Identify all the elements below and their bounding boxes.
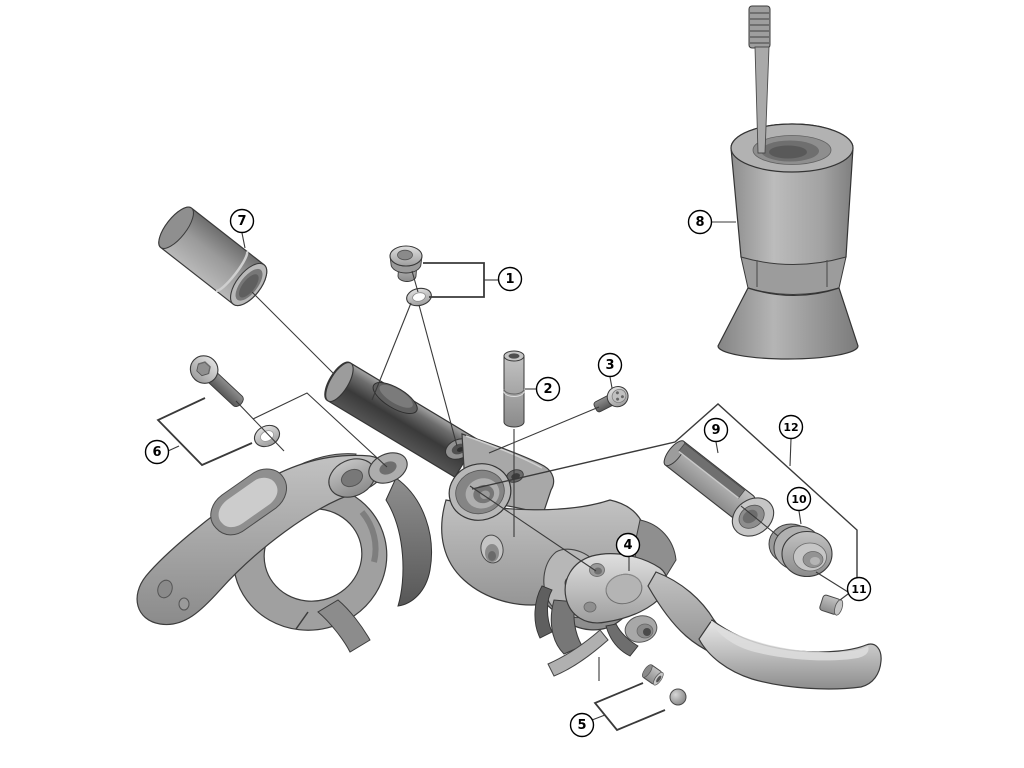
callout-6: 6 <box>144 439 170 465</box>
part-bleed-funnel <box>717 5 859 360</box>
callout-3: 3 <box>597 352 623 378</box>
callout-number: 9 <box>711 423 720 438</box>
callout-2: 2 <box>535 376 561 402</box>
leader-line <box>423 262 485 298</box>
callout-number: 3 <box>605 358 614 373</box>
leader-line <box>471 403 858 577</box>
callout-11: 11 <box>846 576 872 602</box>
callout-number: 1 <box>505 272 514 287</box>
part-clamp-washer <box>253 424 281 448</box>
leader-line <box>815 571 849 593</box>
leader-line <box>591 714 606 721</box>
callout-9: 9 <box>703 417 729 443</box>
leader-line <box>252 392 388 468</box>
callout-number: 4 <box>623 538 632 553</box>
leader-line <box>839 593 849 601</box>
part-barrel-sleeve <box>158 206 268 307</box>
leader-line <box>740 505 779 537</box>
part-contact-ball <box>669 688 687 706</box>
leader-line <box>488 406 600 454</box>
part-contact-cylinder <box>641 664 664 686</box>
callout-10: 10 <box>786 486 812 512</box>
leader-line <box>715 441 719 454</box>
leader-line <box>418 304 458 447</box>
callout-8: 8 <box>687 209 713 235</box>
leader-line <box>469 485 597 572</box>
leader-line <box>167 445 180 452</box>
callout-number: 11 <box>851 583 866 596</box>
callout-4: 4 <box>615 532 641 558</box>
callout-number: 7 <box>237 214 246 229</box>
callout-number: 6 <box>152 445 161 460</box>
part-flange-bolt <box>389 245 423 282</box>
callout-number: 5 <box>577 718 586 733</box>
callout-number: 10 <box>791 493 807 506</box>
callout-number: 12 <box>783 421 798 434</box>
leader-line <box>156 397 253 467</box>
leader-line <box>371 302 412 401</box>
part-lever-blade <box>547 553 882 690</box>
part-handlebar-clamp <box>136 452 432 653</box>
callout-number: 2 <box>543 382 552 397</box>
part-flange-washer <box>406 287 432 307</box>
callout-number: 8 <box>695 215 704 230</box>
leader-line <box>789 438 792 467</box>
leader-line <box>798 510 802 525</box>
part-diaphragm <box>768 523 833 578</box>
part-bushing-sleeve <box>663 440 775 537</box>
callout-1: 1 <box>497 266 523 292</box>
part-pivot-pin <box>503 350 525 428</box>
leader-line <box>609 376 613 389</box>
callout-7: 7 <box>229 208 255 234</box>
leader-line <box>241 232 246 249</box>
callout-12: 12 <box>778 414 804 440</box>
leader-line <box>593 682 666 732</box>
leader-line <box>251 291 335 375</box>
part-clamp-bolt <box>189 355 244 408</box>
leader-line <box>411 270 419 293</box>
leader-line <box>235 400 285 452</box>
part-end-plug <box>819 594 844 616</box>
part-bleed-screw <box>593 386 629 413</box>
callout-5: 5 <box>569 712 595 738</box>
